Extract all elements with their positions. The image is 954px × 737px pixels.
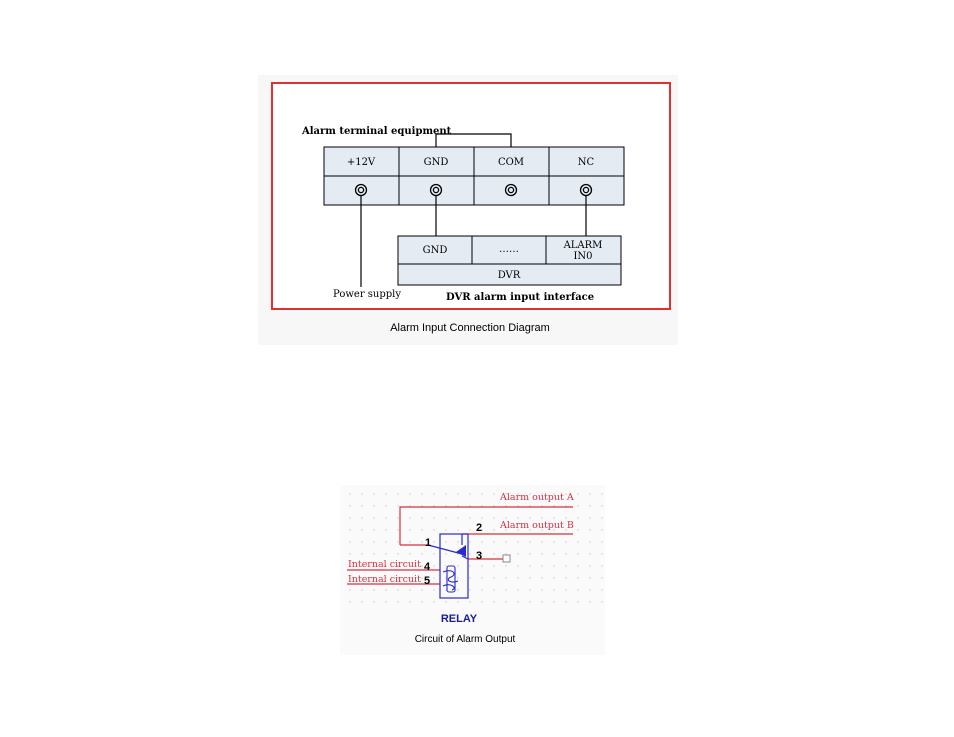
- terminal-com: COM: [498, 157, 524, 168]
- terminal-gnd: GND: [424, 157, 449, 168]
- interface-label: DVR alarm input interface: [446, 292, 594, 303]
- terminal-nc: NC: [578, 157, 595, 168]
- terminal-block: [324, 147, 624, 205]
- dvr-terminal-ellipsis: ……: [499, 244, 519, 255]
- equipment-label: Alarm terminal equipment: [301, 126, 452, 137]
- input-diagram-caption: Alarm Input Connection Diagram: [390, 322, 550, 334]
- dvr-terminal-gnd: GND: [423, 245, 448, 256]
- dvr-terminal-in0: IN0: [573, 251, 592, 262]
- dvr-terminal-alarm: ALARM: [563, 240, 603, 251]
- terminal-12v: +12V: [347, 157, 376, 168]
- power-supply-label: Power supply: [333, 289, 401, 300]
- dvr-label: DVR: [498, 270, 521, 281]
